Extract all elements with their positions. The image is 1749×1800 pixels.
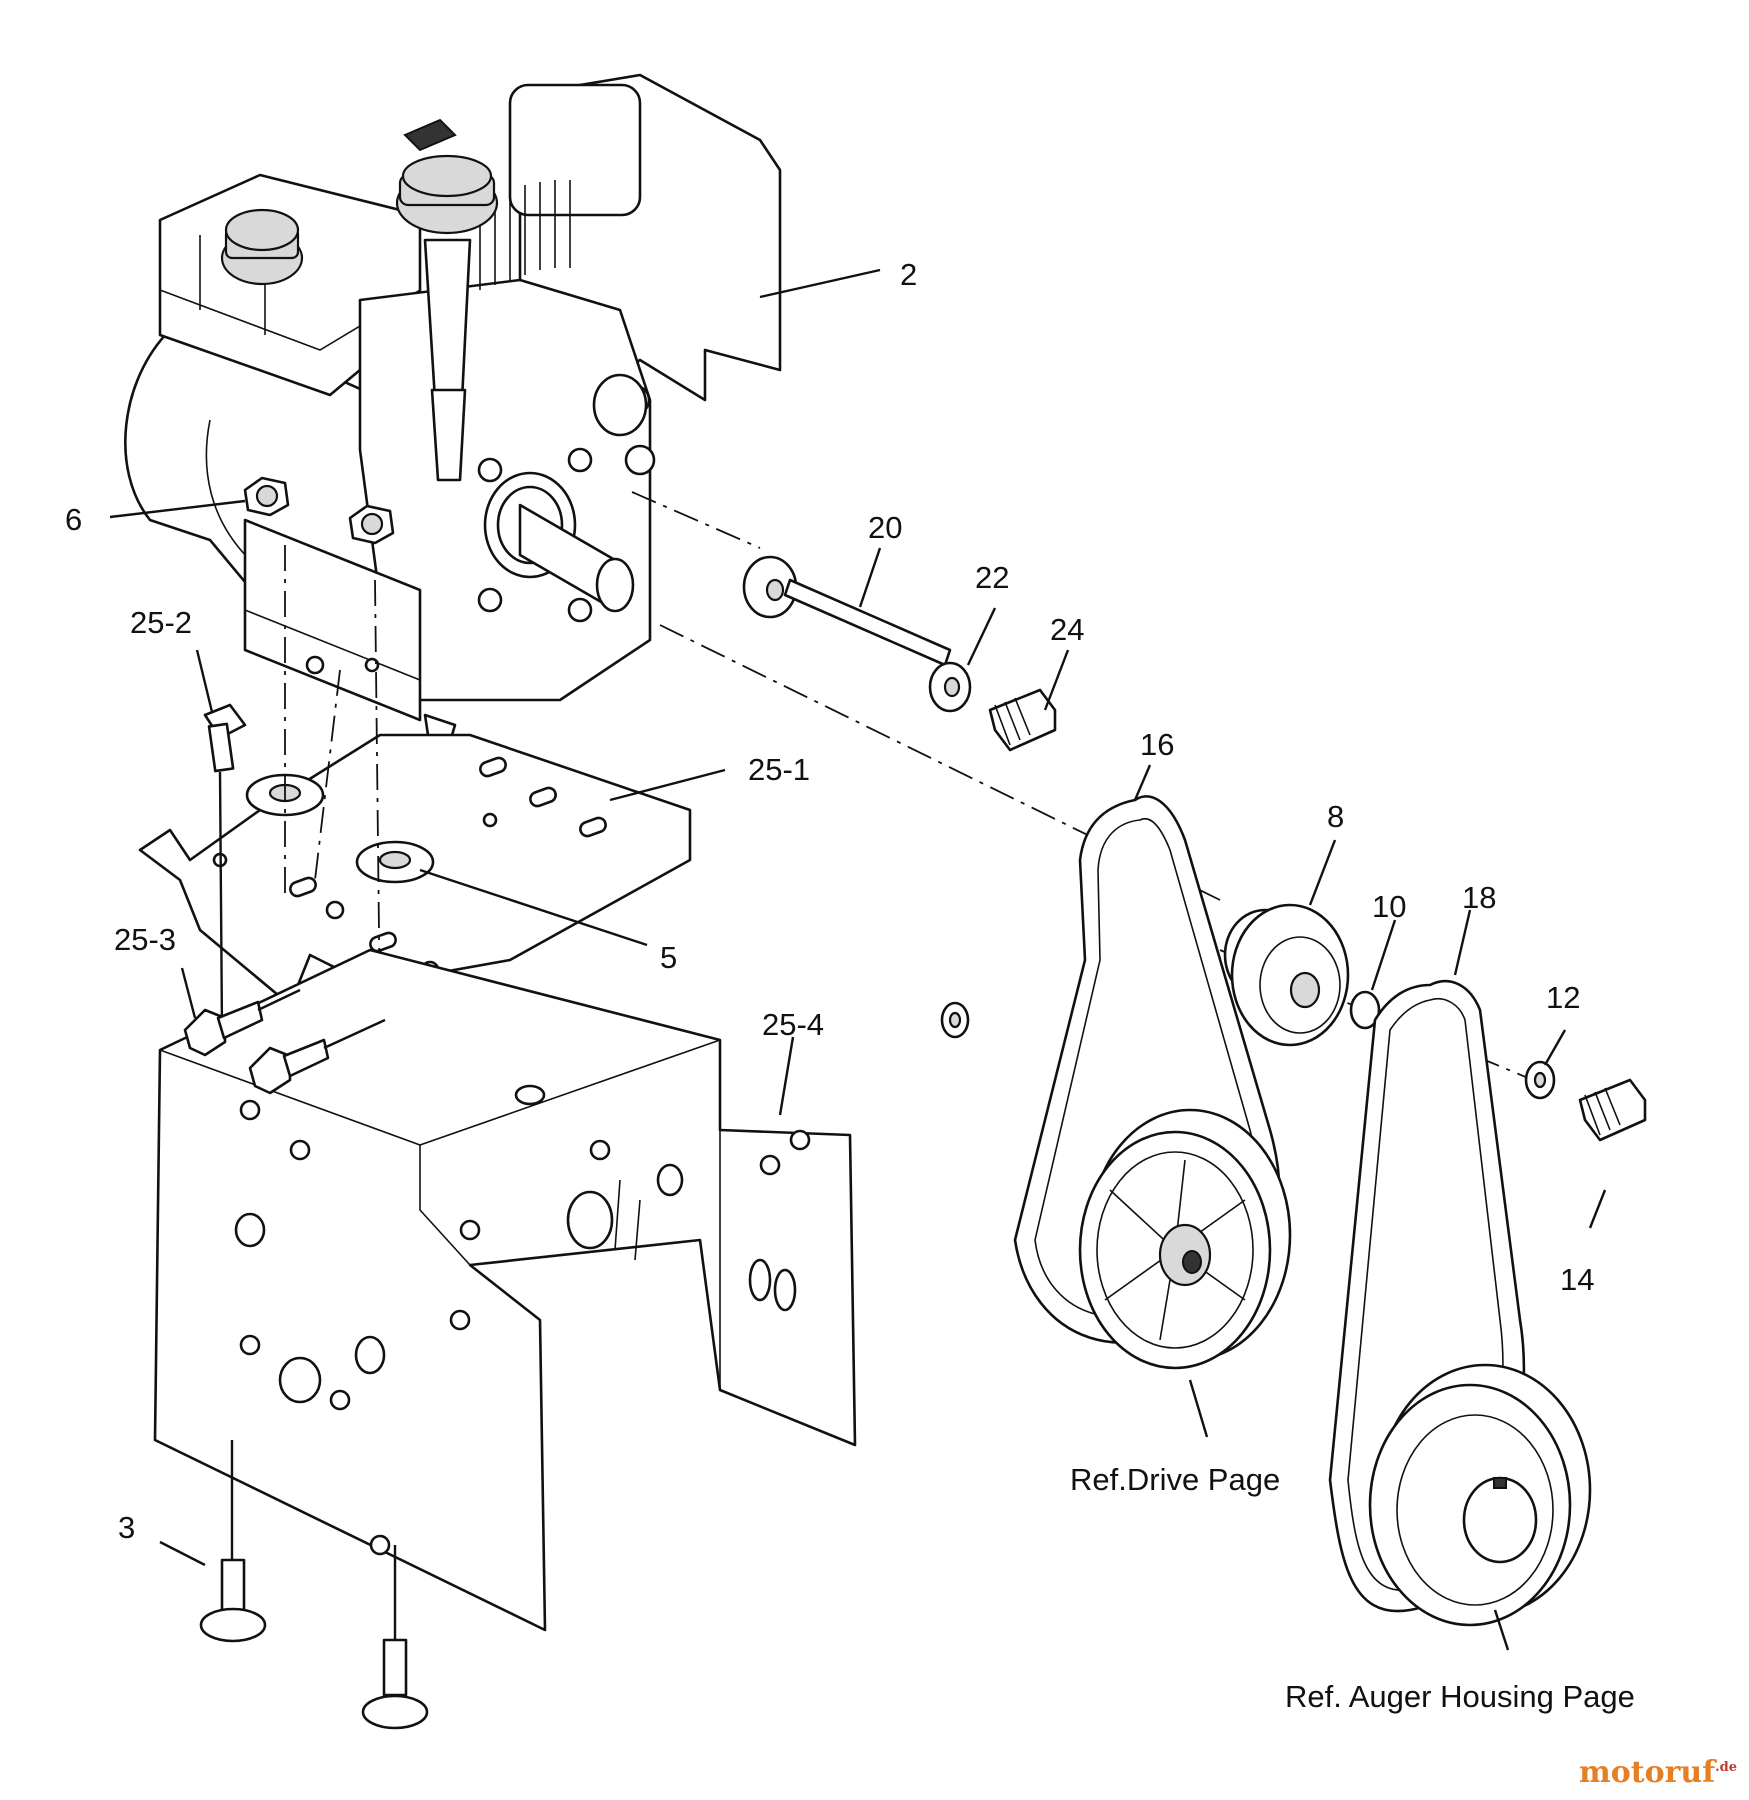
ref-drive-page: Ref.Drive Page bbox=[1070, 1462, 1280, 1497]
callout-10: 10 bbox=[1372, 889, 1406, 924]
bolts-3 bbox=[199, 1440, 429, 1730]
hardware-right bbox=[742, 555, 1647, 1142]
callout-8: 8 bbox=[1327, 799, 1344, 834]
callout-14: 14 bbox=[1560, 1262, 1594, 1297]
callout-2: 2 bbox=[900, 257, 917, 292]
bolts-25-3 bbox=[183, 988, 386, 1095]
callout-22: 22 bbox=[975, 560, 1009, 595]
callout-25-4: 25-4 bbox=[762, 1007, 824, 1042]
drive-pulley bbox=[1078, 1108, 1292, 1370]
callout-20: 20 bbox=[868, 510, 902, 545]
auger-pulley bbox=[1368, 1363, 1592, 1627]
callout-25-2: 25-2 bbox=[130, 605, 192, 640]
callout-25-3: 25-3 bbox=[114, 922, 176, 957]
callout-24: 24 bbox=[1050, 612, 1084, 647]
watermark-suffix: .de bbox=[1715, 1760, 1737, 1775]
callout-3: 3 bbox=[118, 1510, 135, 1545]
callout-25-1: 25-1 bbox=[748, 752, 810, 787]
bolt-25-2 bbox=[203, 703, 247, 1031]
callout-labels: 2 6 20 22 24 25-2 25-1 16 8 10 18 12 5 2… bbox=[65, 257, 1635, 1714]
leader-lines bbox=[109, 268, 1607, 1651]
watermark-logo: motoruf.de bbox=[1579, 1755, 1737, 1790]
callout-5: 5 bbox=[660, 940, 677, 975]
watermark-text: motoruf bbox=[1578, 1755, 1716, 1790]
callout-18: 18 bbox=[1462, 880, 1496, 915]
ref-auger-housing-page: Ref. Auger Housing Page bbox=[1285, 1679, 1635, 1714]
engine-pulley bbox=[1223, 903, 1350, 1047]
spacer bbox=[1349, 990, 1381, 1030]
frame-bracket bbox=[153, 948, 857, 1632]
callout-12: 12 bbox=[1546, 980, 1580, 1015]
engine-assembly bbox=[124, 73, 782, 744]
callout-6: 6 bbox=[65, 502, 82, 537]
callout-16: 16 bbox=[1140, 727, 1174, 762]
